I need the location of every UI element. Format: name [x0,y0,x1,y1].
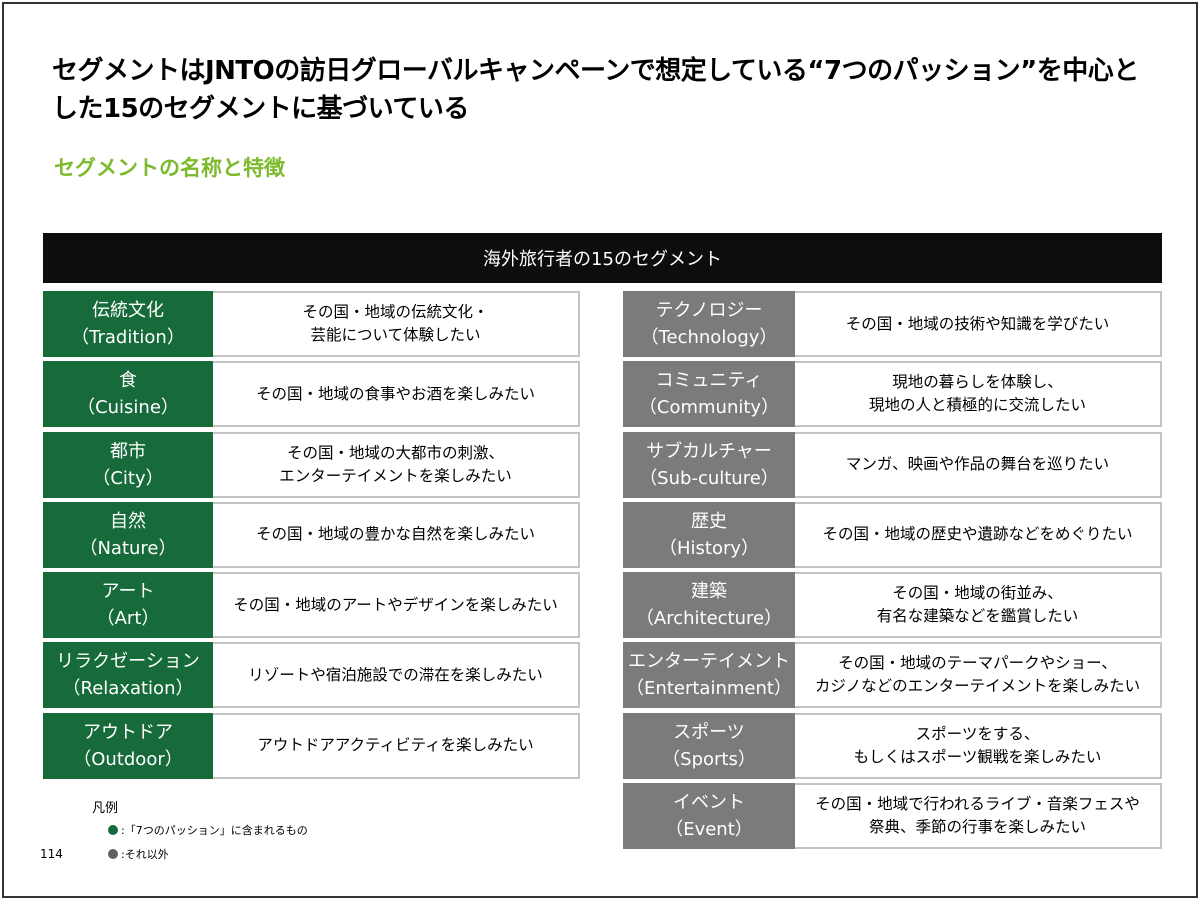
segment-name-en: （Sports） [662,748,756,770]
segment-name-jp: リラクゼーション [56,651,200,673]
segment-row: アート （Art） その国・地域のアートやデザインを楽しみたい [43,572,580,639]
segment-description: その国・地域の技術や知識を学びたい [795,291,1162,357]
segment-name-en: （Event） [665,819,753,841]
segment-label: スポーツ （Sports） [623,712,795,779]
segment-name-en: （City） [92,467,164,489]
segment-name-en: （Tradition） [71,327,185,348]
segment-description: 現地の暮らしを体験し、 現地の人と積極的に交流したい [795,361,1162,428]
segment-name-en: （Community） [638,397,780,419]
segment-description: スポーツをする、 もしくはスポーツ観戦を楽しみたい [795,712,1162,779]
segment-name-jp: テクノロジー [655,300,763,321]
segment-name-jp: 建築 [691,581,727,603]
segment-row: スポーツ （Sports） スポーツをする、 もしくはスポーツ観戦を楽しみたい [623,712,1162,779]
segment-row: 都市 （City） その国・地域の大都市の刺激、 エンターテイメントを楽しみたい [43,431,580,498]
green-dot-icon [108,825,118,835]
segment-row: 歴史 （History） その国・地域の歴史や遺跡などをめぐりたい [623,501,1162,568]
segment-description: マンガ、映画や作品の舞台を巡りたい [795,431,1162,498]
passion-segments-column: 伝統文化（Tradition）その国・地域の伝統文化・ 芸能について体験したい食… [43,291,580,783]
segment-label: 食 （Cuisine） [43,361,213,428]
segment-name-en: （Outdoor） [73,748,183,770]
segment-row: リラクゼーション （Relaxation） リゾートや宿泊施設での滞在を楽しみたい [43,642,580,709]
table-header: 海外旅行者の15のセグメント [43,233,1162,283]
segment-description: その国・地域の街並み、 有名な建築などを鑑賞したい [795,572,1162,639]
segment-label: イベント （Event） [623,783,795,850]
segment-label: サブカルチャー （Sub-culture） [623,431,795,498]
segment-description: その国・地域の大都市の刺激、 エンターテイメントを楽しみたい [213,431,580,498]
segment-description: その国・地域で行われるライブ・音楽フェスや 祭典、季節の行事を楽しみたい [795,783,1162,850]
segment-label: 建築 （Architecture） [623,572,795,639]
segment-name-en: （Relaxation） [62,678,194,700]
segment-description: その国・地域の伝統文化・ 芸能について体験したい [213,291,580,357]
segment-description: その国・地域の歴史や遺跡などをめぐりたい [795,501,1162,568]
segment-label: アウトドア （Outdoor） [43,712,213,779]
segment-label: アート （Art） [43,572,213,639]
segment-row: テクノロジー （Technology） その国・地域の技術や知識を学びたい [623,291,1162,357]
legend-label: :「7つのパッション」に含まれるもの [121,824,308,837]
segment-row: サブカルチャー （Sub-culture） マンガ、映画や作品の舞台を巡りたい [623,431,1162,498]
segment-description: その国・地域のアートやデザインを楽しみたい [213,572,580,639]
segment-row: エンターテイメント （Entertainment）その国・地域のテーマパークやショ… [623,642,1162,709]
segment-description: リゾートや宿泊施設での滞在を楽しみたい [213,642,580,709]
segment-name-jp: イベント [673,792,745,814]
segment-row: イベント （Event） その国・地域で行われるライブ・音楽フェスや 祭典、季節の行… [623,783,1162,850]
segment-name-en: （Nature） [79,537,177,559]
segment-label: リラクゼーション （Relaxation） [43,642,213,709]
segment-name-en: （Architecture） [635,608,783,630]
segment-label: テクノロジー （Technology） [623,291,795,357]
segment-name-jp: 食 [119,370,137,392]
segment-row: 自然 （Nature） その国・地域の豊かな自然を楽しみたい [43,501,580,568]
segment-description: アウトドアアクティビティを楽しみたい [213,712,580,779]
segment-name-en: （Entertainment） [626,678,792,700]
segment-name-jp: 伝統文化 [92,300,164,321]
segment-name-jp: サブカルチャー [646,440,772,462]
legend-item-passion: :「7つのパッション」に含まれるもの [108,822,308,838]
segment-label: 都市 （City） [43,431,213,498]
segment-description: その国・地域のテーマパークやショー、 カジノなどのエンターテイメントを楽しみたい [795,642,1162,709]
segment-row: 建築 （Architecture） その国・地域の街並み、 有名な建築などを鑑賞した… [623,572,1162,639]
segment-description: その国・地域の食事やお酒を楽しみたい [213,361,580,428]
segment-label: 歴史 （History） [623,501,795,568]
segment-name-en: （Art） [96,608,160,630]
segment-name-jp: 歴史 [691,510,727,532]
segment-row: 伝統文化 （Tradition） その国・地域の伝統文化・ 芸能について体験したい [43,291,580,357]
legend-item-other: :それ以外 [108,846,169,862]
segment-name-jp: コミュニティ [655,370,763,392]
segment-name-en: （Sub-culture） [639,467,779,489]
segment-name-jp: アート [101,581,155,603]
segment-label: コミュニティ （Community） [623,361,795,428]
segment-name-en: （Cuisine） [77,397,179,419]
segment-row: 食 （Cuisine） その国・地域の食事やお酒を楽しみたい [43,361,580,428]
segment-name-jp: スポーツ [673,721,745,743]
page-number: 114 [40,847,63,861]
segment-name-jp: アウトドア [83,721,173,743]
segment-label: 伝統文化 （Tradition） [43,291,213,357]
segment-row: コミュニティ （Community） 現地の暮らしを体験し、 現地の人と積極的に交流… [623,361,1162,428]
segment-name-en: （Technology） [640,327,778,348]
segment-label: 自然 （Nature） [43,501,213,568]
other-segments-column: テクノロジー（Technology）その国・地域の技術や知識を学びたいコミュニテ… [623,291,1162,853]
segment-description: その国・地域の豊かな自然を楽しみたい [213,501,580,568]
segment-name-jp: 自然 [110,510,146,532]
segment-row: アウトドア （Outdoor） アウトドアアクティビティを楽しみたい [43,712,580,779]
slide-subtitle: セグメントの名称と特徴 [54,156,285,180]
slide-title: セグメントはJNTOの訪日グローバルキャンペーンで想定している“7つのパッション… [52,56,1139,124]
segment-name-jp: 都市 [110,440,146,462]
segment-label: エンターテイメント （Entertainment） [623,642,795,709]
segment-name-jp: エンターテイメント [628,651,790,673]
gray-dot-icon [108,849,118,859]
segment-name-en: （History） [658,537,760,559]
legend-title: 凡例 [92,801,119,816]
legend-label: :それ以外 [121,848,169,861]
